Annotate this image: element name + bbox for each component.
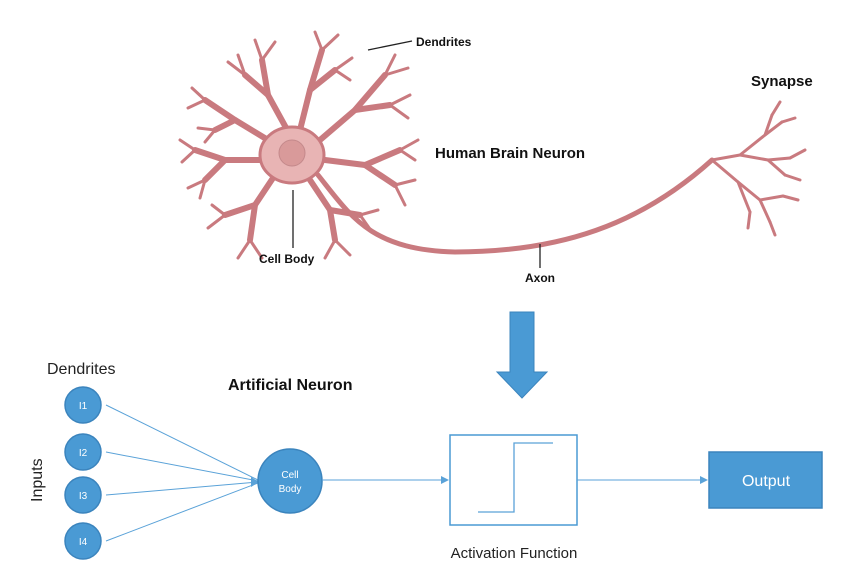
input-node-label: I2 — [79, 448, 88, 459]
cell-nucleus — [278, 139, 306, 167]
input-node: I4 — [64, 522, 102, 560]
cell-body-node-label-line1: Cell — [281, 470, 298, 481]
connection-line — [105, 482, 259, 542]
output-box — [708, 451, 823, 509]
activation-function-label: Activation Function — [451, 545, 578, 562]
human-neuron-title: Human Brain Neuron — [435, 145, 585, 162]
step-function-icon — [478, 442, 553, 513]
input-node: I3 — [64, 476, 102, 514]
activation-input-arrowhead — [441, 476, 449, 484]
axon-drawing — [315, 157, 715, 255]
connection-line — [105, 404, 259, 481]
cell-body-input-arrowhead — [251, 477, 259, 487]
connection-line — [105, 481, 259, 496]
output-input-arrowhead — [700, 476, 708, 484]
input-node-label: I3 — [79, 491, 88, 502]
input-node: I2 — [64, 433, 102, 471]
cell-body-label: Cell Body — [259, 252, 315, 266]
dendrites-drawing — [192, 47, 403, 243]
input-node-label: I1 — [79, 401, 88, 412]
artificial-cell-body: Cell Body — [257, 448, 323, 514]
transformation-arrow — [495, 311, 549, 399]
artificial-dendrites-label: Dendrites — [47, 361, 115, 378]
artificial-neuron-title: Artificial Neuron — [228, 377, 352, 394]
biological-neuron-illustration — [178, 30, 807, 260]
input-node: I1 — [64, 386, 102, 424]
synapse-terminal — [710, 100, 807, 237]
output-label: Output — [742, 473, 791, 490]
synapse-label: Synapse — [751, 73, 813, 90]
cell-body-node-label-line2: Body — [279, 484, 302, 495]
dendrites-label: Dendrites — [416, 35, 472, 49]
inputs-label: Inputs — [29, 458, 46, 502]
connection-line — [105, 451, 259, 482]
input-node-label: I4 — [79, 537, 88, 548]
axon-label: Axon — [525, 271, 555, 285]
dendrite-twigs — [178, 30, 420, 260]
input-connections — [105, 404, 259, 542]
dendrites-callout-line — [367, 40, 413, 51]
